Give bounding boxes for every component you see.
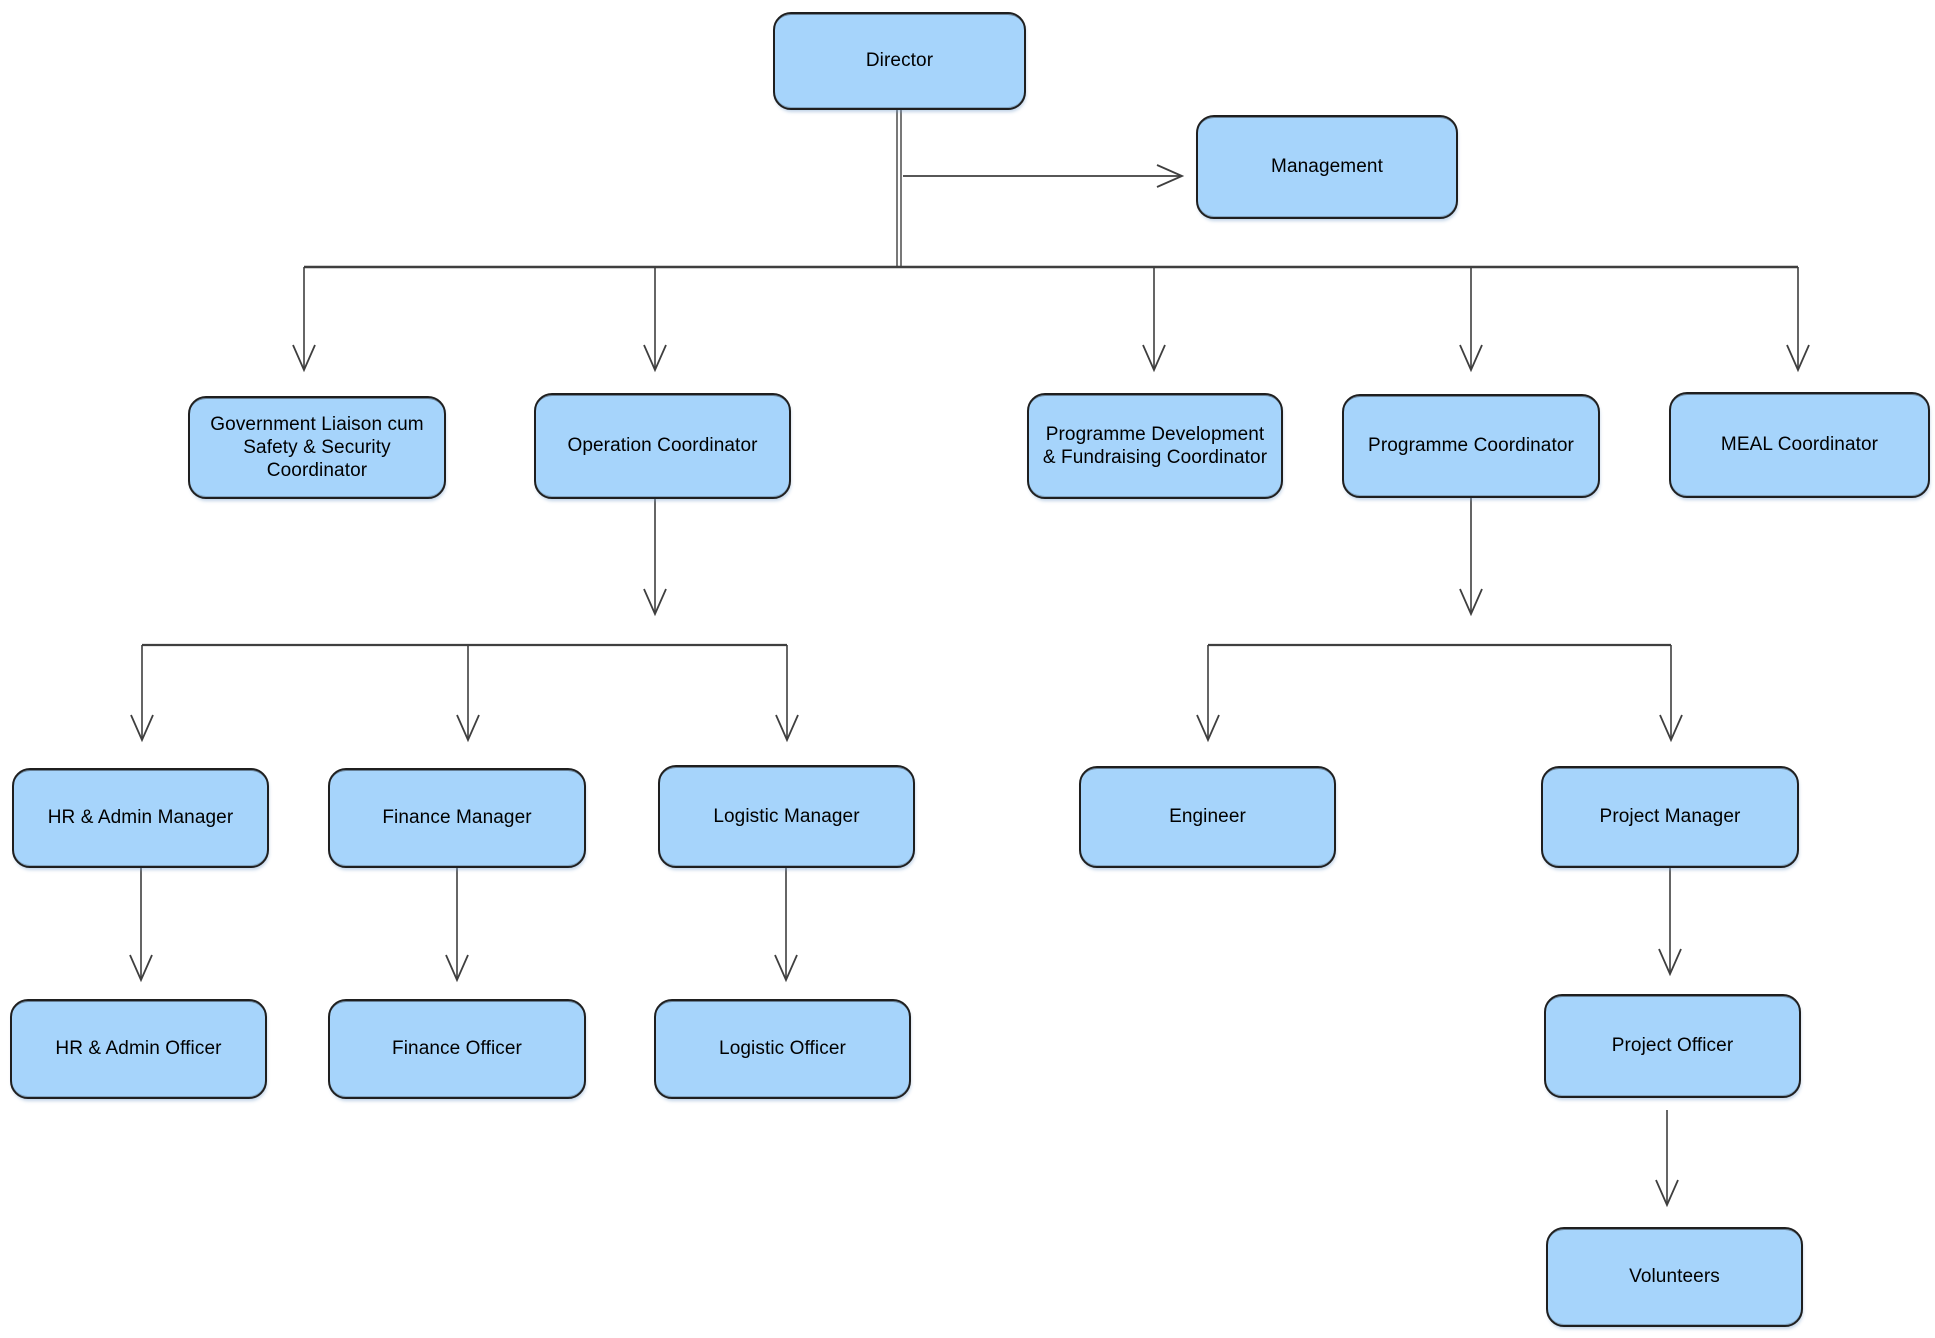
node-volunteers-label: Volunteers [1629, 1266, 1720, 1288]
node-operation-coordinator[interactable]: Operation Coordinator [534, 393, 791, 499]
node-prog-dev-fundraising-label: Programme Development & Fundraising Coor… [1042, 423, 1268, 468]
node-meal-coordinator[interactable]: MEAL Coordinator [1669, 392, 1930, 498]
node-logistic-manager-label: Logistic Manager [713, 805, 860, 827]
node-hr-admin-manager-label: HR & Admin Manager [47, 807, 234, 829]
node-hr-admin-manager[interactable]: HR & Admin Manager [12, 768, 269, 868]
node-engineer[interactable]: Engineer [1079, 766, 1336, 868]
node-programme-coordinator-label: Programme Coordinator [1368, 435, 1574, 457]
node-management[interactable]: Management [1196, 115, 1458, 219]
node-project-manager-label: Project Manager [1599, 806, 1741, 828]
node-prog-dev-fundraising[interactable]: Programme Development & Fundraising Coor… [1027, 393, 1283, 499]
node-engineer-label: Engineer [1169, 806, 1246, 828]
node-director-label: Director [865, 50, 934, 72]
node-management-label: Management [1271, 156, 1383, 178]
node-logistic-officer-label: Logistic Officer [719, 1038, 846, 1060]
node-programme-coordinator[interactable]: Programme Coordinator [1342, 394, 1600, 498]
node-gov-liaison-label: Government Liaison cum Safety & Security… [210, 413, 424, 482]
node-logistic-officer[interactable]: Logistic Officer [654, 999, 911, 1099]
node-project-manager[interactable]: Project Manager [1541, 766, 1799, 868]
edge-director-stem [896, 110, 902, 267]
node-director[interactable]: Director [773, 12, 1026, 110]
node-hr-admin-officer-label: HR & Admin Officer [55, 1038, 222, 1060]
node-volunteers[interactable]: Volunteers [1546, 1227, 1803, 1327]
node-gov-liaison[interactable]: Government Liaison cum Safety & Security… [188, 396, 446, 499]
node-finance-manager[interactable]: Finance Manager [328, 768, 586, 868]
node-logistic-manager[interactable]: Logistic Manager [658, 765, 915, 868]
node-finance-officer-label: Finance Officer [392, 1038, 522, 1060]
node-finance-manager-label: Finance Manager [382, 807, 532, 829]
node-finance-officer[interactable]: Finance Officer [328, 999, 586, 1099]
node-project-officer-label: Project Officer [1611, 1035, 1734, 1057]
node-operation-coordinator-label: Operation Coordinator [567, 435, 758, 457]
node-meal-coordinator-label: MEAL Coordinator [1720, 434, 1879, 456]
node-hr-admin-officer[interactable]: HR & Admin Officer [10, 999, 267, 1099]
node-project-officer[interactable]: Project Officer [1544, 994, 1801, 1098]
